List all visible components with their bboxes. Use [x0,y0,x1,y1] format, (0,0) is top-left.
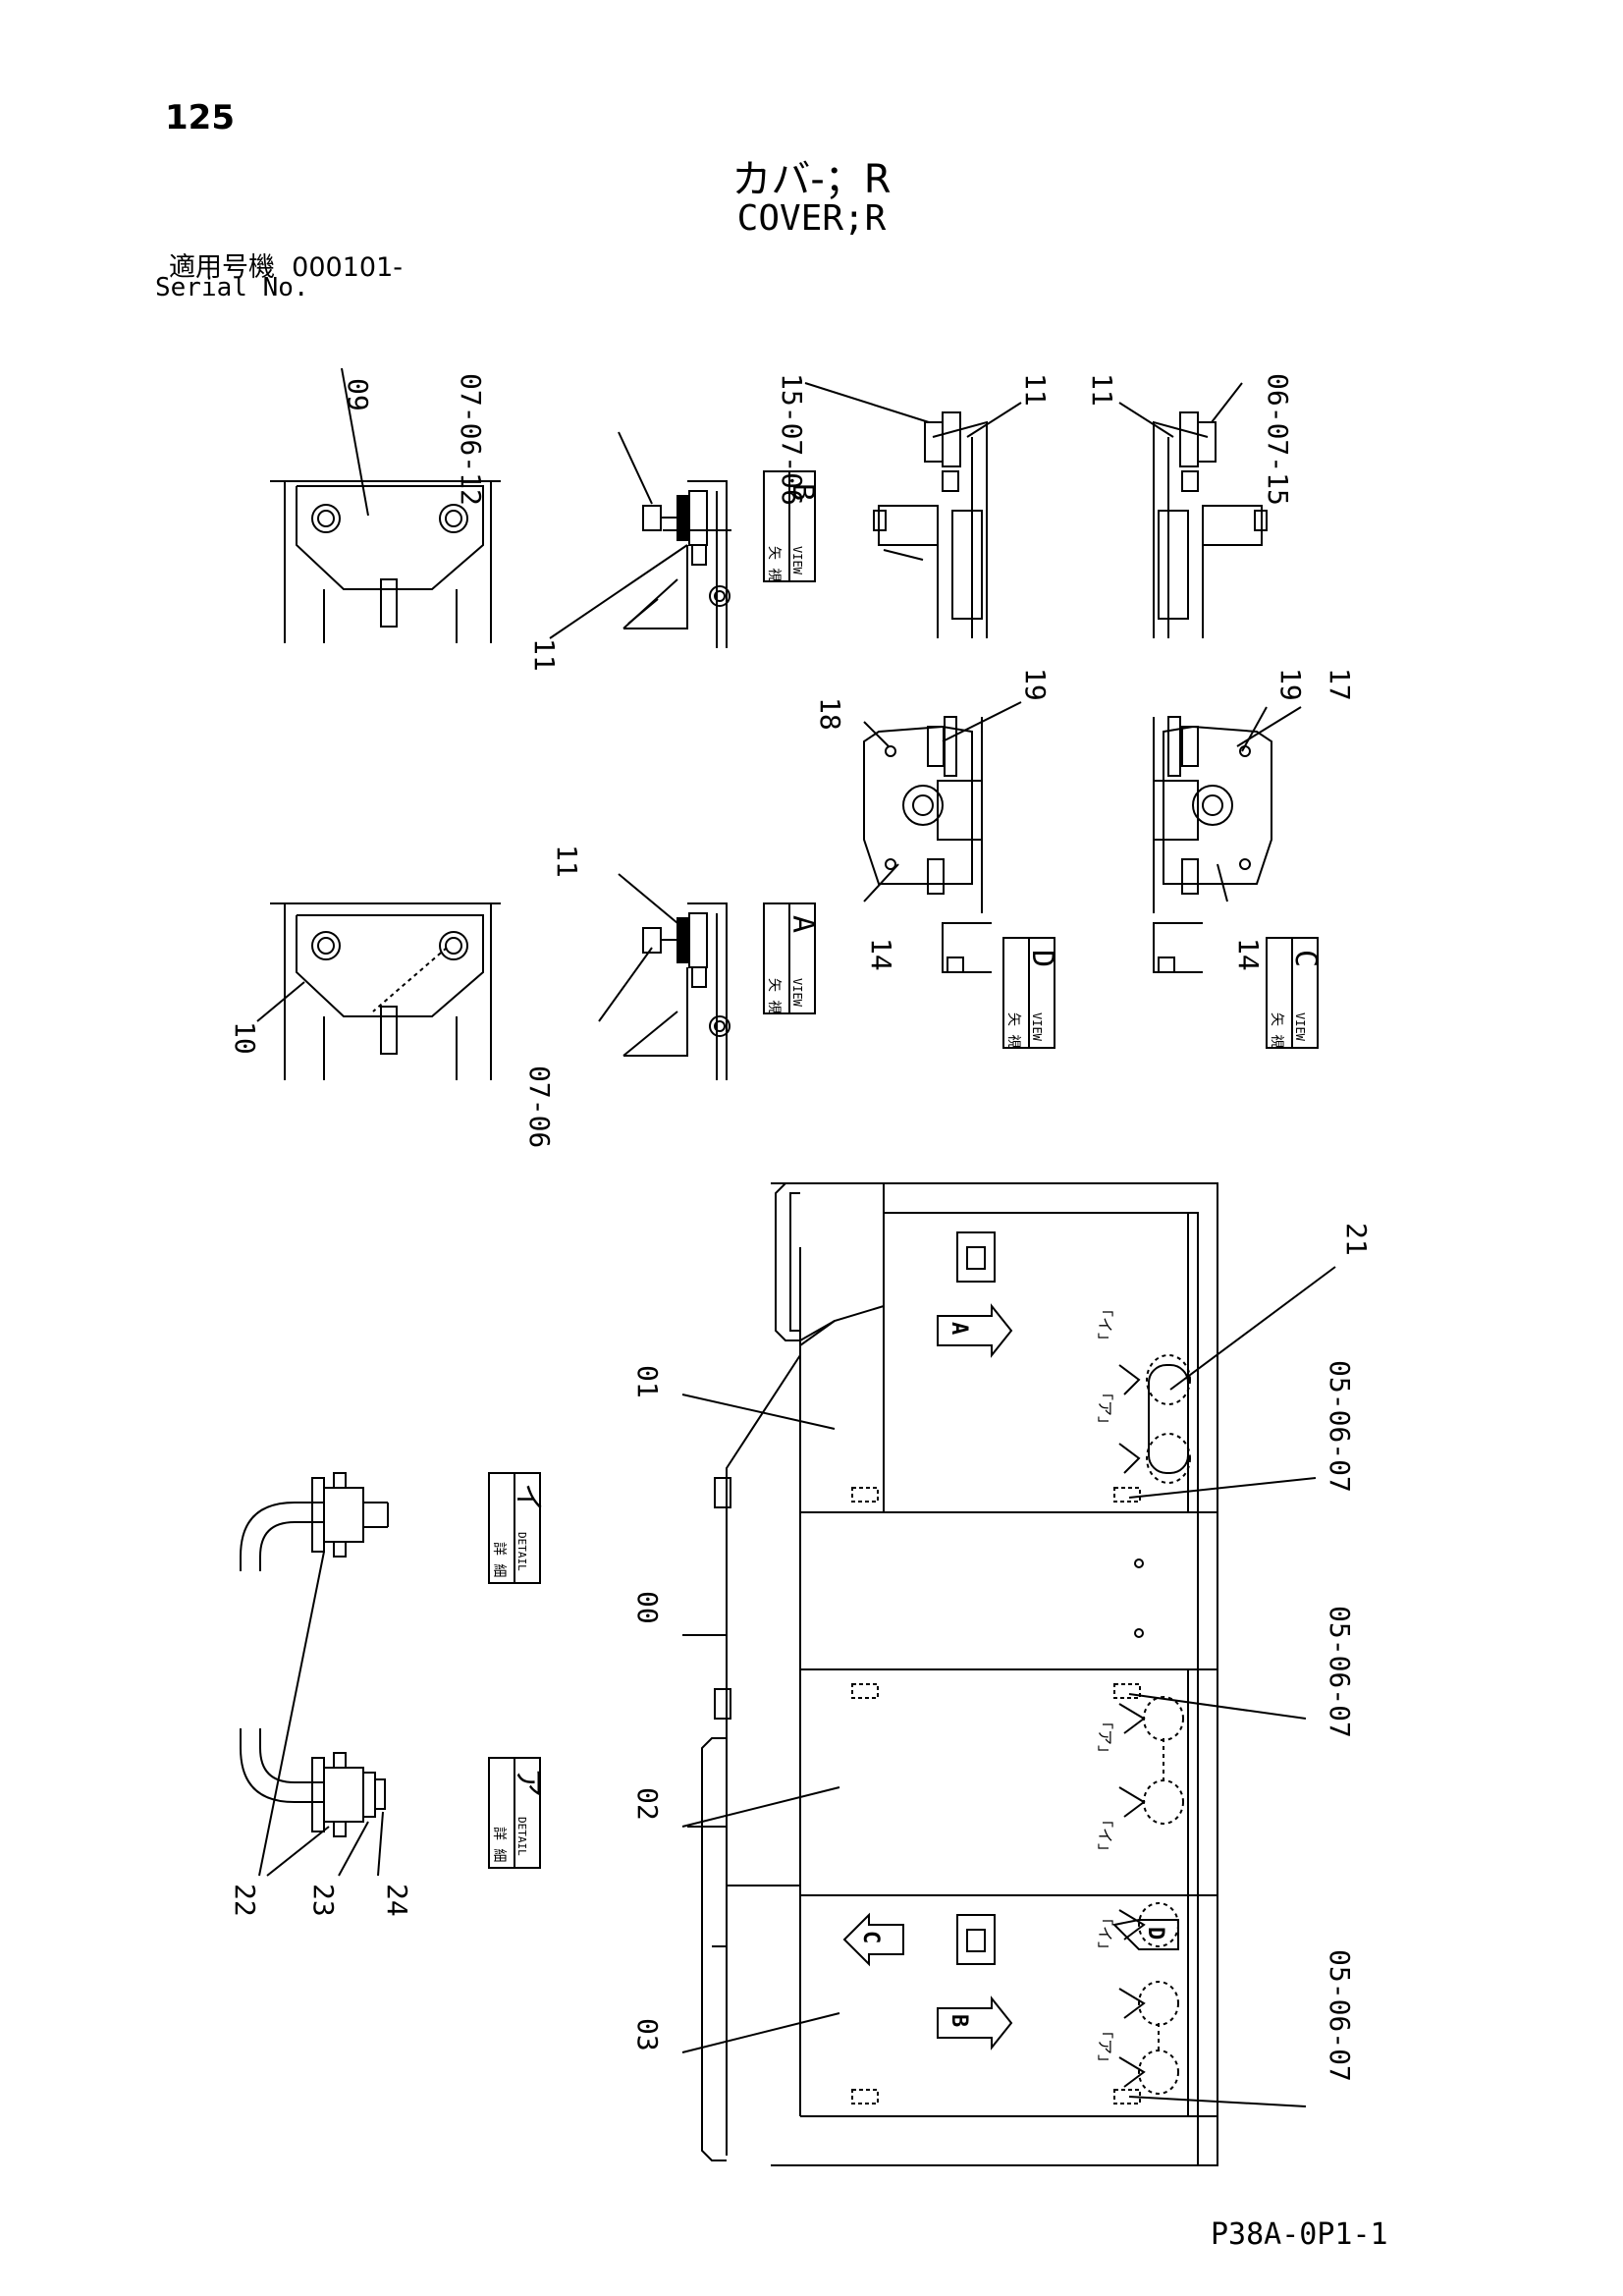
callout-22: 22 [229,1884,261,1917]
callout-24: 24 [381,1884,413,1917]
main-cover-assembly [681,1182,1336,2166]
callout-01: 01 [631,1365,664,1398]
detail-10-bracket [256,902,501,1080]
callout-11-view-a: 11 [551,845,583,878]
view-a-en: VIEW [790,978,804,1008]
callout-05-06-07-3: 05-06-07 [1324,1949,1356,2082]
handle-detail-a [240,1551,386,1877]
callout-10: 10 [229,1021,261,1055]
callout-03: 03 [631,2018,664,2051]
view-b-en: VIEW [790,546,804,575]
title-japanese: カバ-；R [731,157,892,202]
detail-a-en: DETAIL [515,1817,528,1856]
detail-mark-i-2: 「イ」 [1096,1812,1114,1859]
view-a-jp: 矢 視 [766,978,782,1013]
callout-19-right: 19 [1274,668,1307,701]
page-number: 125 [165,98,235,137]
detail-i-label [488,1472,541,1584]
view-c-jp: 矢 視 [1269,1012,1284,1048]
arrow-c-letter: C [858,1931,883,1943]
arrow-d-letter: D [1143,1927,1167,1940]
detail-a-jp: 詳 細 [491,1827,507,1862]
callout-23: 23 [307,1884,340,1917]
callout-18: 18 [814,697,846,731]
view-a-label [763,902,816,1014]
callout-19-left: 19 [1019,668,1052,701]
callout-15-07-06: 15-07-06 [776,373,808,506]
callout-14-left: 14 [865,938,897,971]
view-b-jp: 矢 視 [766,546,782,581]
detail-mark-i-3: 「イ」 [1096,1910,1114,1957]
view-b-bracket-detail [549,431,731,648]
callout-11-upper-left: 11 [1019,373,1052,407]
callout-09: 09 [342,378,374,411]
detail-mark-a-2: 「ア」 [1096,1714,1114,1761]
view-a-letter: A [785,915,820,933]
view-b-letter: B [785,483,820,501]
arrow-a-letter: A [947,1322,971,1335]
arrow-b-letter: B [947,2014,971,2027]
view-d-jp: 矢 視 [1005,1012,1021,1048]
latch-view-d [863,701,1022,973]
callout-02: 02 [631,1787,664,1821]
serial-label-jp-text: 適用号機 [169,252,275,283]
view-b-label [763,470,816,582]
detail-mark-a-3: 「ア」 [1096,2023,1114,2070]
detail-i-jp: 詳 細 [491,1542,507,1577]
view-d-en: VIEW [1030,1012,1044,1042]
callout-07-06-view-a: 07-06 [523,1066,556,1148]
callout-06-07-15: 06-07-15 [1262,373,1294,506]
view-c-letter: C [1288,950,1323,967]
drawing-code: P38A-0P1-1 [1211,2217,1388,2252]
latch-view-c [1153,706,1302,973]
title-english: COVER;R [736,198,887,239]
callout-21: 21 [1340,1223,1373,1256]
callout-17: 17 [1324,668,1356,701]
callout-11-view-b: 11 [528,638,561,672]
detail-09-bracket [270,367,501,643]
view-a-bracket-detail [598,873,730,1080]
detail-mark-i-1: 「イ」 [1096,1301,1114,1348]
view-d-letter: D [1025,950,1059,967]
view-c-label [1266,937,1319,1049]
detail-i-letter: イ [511,1483,545,1512]
callout-14-right: 14 [1232,938,1265,971]
view-c-en: VIEW [1293,1012,1307,1042]
handle-detail-i [240,1472,389,1571]
callout-00: 00 [631,1591,664,1624]
detail-a-label [488,1757,541,1869]
latch-upper-left [804,382,1022,638]
callout-11-upper-right: 11 [1086,373,1118,407]
serial-label-english: Serial No. [155,273,309,302]
serial-number-value: 000101- [292,252,403,283]
detail-a-letter: ア [511,1768,545,1797]
latch-upper-right [1118,382,1268,638]
callout-07-06-12: 07-06-12 [455,373,487,506]
view-d-label [1002,937,1055,1049]
callout-05-06-07-1: 05-06-07 [1324,1360,1356,1493]
detail-mark-a-1: 「ア」 [1096,1385,1114,1432]
serial-label-japanese: 適用号機 000101- [169,246,403,284]
detail-i-en: DETAIL [515,1532,528,1571]
callout-05-06-07-2: 05-06-07 [1324,1606,1356,1738]
